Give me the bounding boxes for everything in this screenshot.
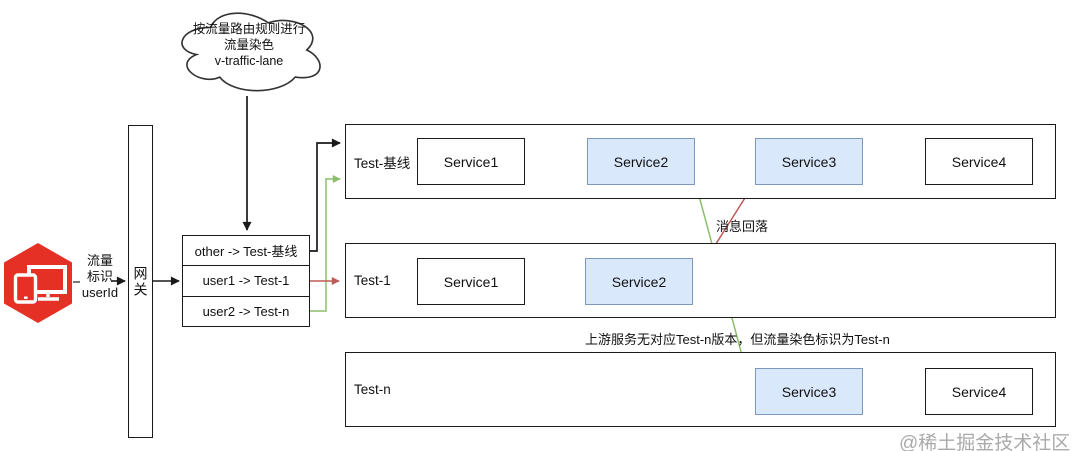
- lane-label-testn: Test-n: [354, 382, 391, 397]
- gateway-box: 网关: [128, 125, 153, 438]
- traffic-id-line3: userId: [81, 284, 119, 300]
- routing-rule-other: other -> Test-基线: [183, 236, 309, 267]
- traffic-id-label: 流量 标识 userId: [77, 253, 123, 301]
- service-box-test1-service1: Service1: [417, 258, 525, 305]
- watermark-label: @稀土掘金技术社区: [899, 433, 1071, 451]
- service-box-baseline-service2: Service2: [587, 138, 695, 185]
- service-box-test1-service2: Service2: [585, 258, 693, 305]
- message-fallback-label: 消息回落: [716, 219, 769, 234]
- service-box-testn-service3: Service3: [755, 368, 863, 415]
- connector-other-to-baseline-lane: [310, 138, 341, 252]
- traffic-id-line2: 标识: [86, 268, 113, 284]
- red-hexagon-devices-icon: [4, 243, 72, 323]
- routing-table: other -> Test-基线 user1 -> Test-1 user2 -…: [182, 235, 310, 327]
- cloud-label: 按流量路由规则进行 流量染色 v-traffic-lane: [181, 21, 317, 69]
- cloud-label-line2: 流量染色: [223, 38, 274, 52]
- upstream-note-label: 上游服务无对应Test-n版本，但流量染色标识为Test-n: [585, 332, 890, 347]
- cloud-label-line3: v-traffic-lane: [214, 54, 284, 68]
- cloud-icon: [181, 12, 321, 92]
- service-box-baseline-service4: Service4: [925, 138, 1033, 185]
- routing-rule-user1: user1 -> Test-1: [183, 266, 309, 297]
- tablet-icon: [13, 273, 38, 304]
- connector-user2-to-baseline-lane: [310, 175, 341, 312]
- cloud-label-line1: 按流量路由规则进行: [192, 22, 306, 36]
- routing-rule-user2: user2 -> Test-n: [202, 303, 290, 319]
- lane-label-baseline: Test-基线: [354, 155, 411, 171]
- service-box-testn-service4: Service4: [925, 368, 1033, 415]
- service-box-baseline-service3: Service3: [755, 138, 863, 185]
- traffic-id-line1: 流量: [86, 253, 113, 268]
- service-box-baseline-service1: Service1: [417, 138, 525, 185]
- gateway-label: 网关: [132, 265, 149, 298]
- lane-label-test1: Test-1: [354, 273, 391, 288]
